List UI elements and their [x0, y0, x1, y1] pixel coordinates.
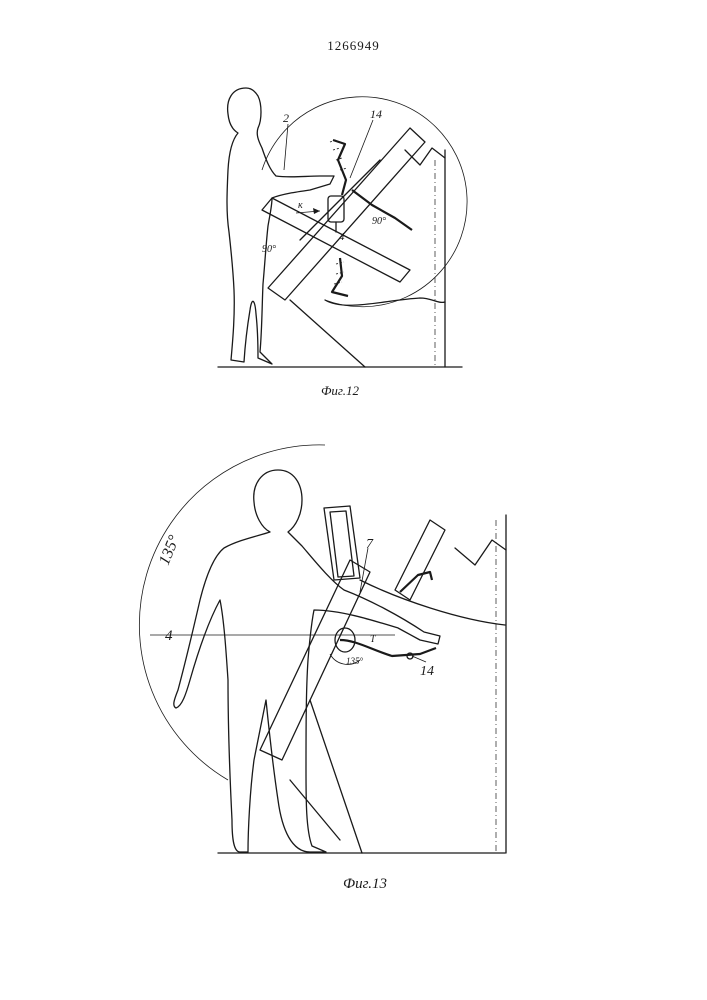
fig13-operator-silhouette — [174, 470, 440, 852]
fig13-cover-curve — [360, 580, 505, 625]
fig13-angle-arc — [139, 445, 325, 780]
fig12-support-leg — [290, 300, 365, 367]
fig13-angle-label-135: 135° — [156, 532, 183, 567]
fig12-angle-label-left: 90° — [262, 244, 276, 255]
fig13-upright-post-inner — [330, 511, 354, 577]
fig13-label-4: 4 — [165, 628, 173, 644]
fig13-upright-post — [324, 506, 360, 580]
fig12-label-2: 2 — [283, 111, 289, 125]
fig12-label-4: 4 — [339, 231, 345, 243]
fig12-inclined-beam — [268, 128, 425, 300]
fig12-rotation-circle — [262, 97, 467, 307]
fig13-small-angle-label: 135° — [346, 656, 364, 666]
fig12-lower-linkage — [332, 258, 348, 296]
fig12-arrow-k-head — [313, 208, 320, 214]
fig13-marker-t: T — [370, 634, 377, 645]
fig13-support-leg — [310, 700, 362, 853]
fig13-label-14: 14 — [420, 664, 434, 679]
fig13-leader-14 — [412, 656, 426, 662]
fig13-roof-profile — [455, 540, 506, 565]
fig12-caption: Фиг.12 — [321, 383, 360, 398]
fig12-operator-silhouette — [227, 88, 334, 364]
fig12-label-14: 14 — [370, 107, 382, 121]
fig13-label-7: 7 — [366, 537, 374, 552]
fig12-label-k: к — [298, 200, 303, 211]
fig13-inclined-slab — [395, 520, 445, 600]
fig12-leader-14 — [350, 120, 373, 178]
fig12-beam-edge — [300, 160, 380, 240]
figure-13: 135° 4 7 14 135° T Фиг.13 — [139, 445, 506, 892]
figure-12: 2 14 4 к 90° 90° Фиг.12 — [218, 88, 467, 398]
fig12-angle-label-right: 90° — [372, 216, 386, 227]
fig12-roof-profile — [405, 148, 445, 165]
fig12-upper-linkage — [333, 140, 346, 195]
fig13-support-brace — [290, 780, 340, 840]
fig13-caption: Фиг.13 — [343, 876, 387, 892]
